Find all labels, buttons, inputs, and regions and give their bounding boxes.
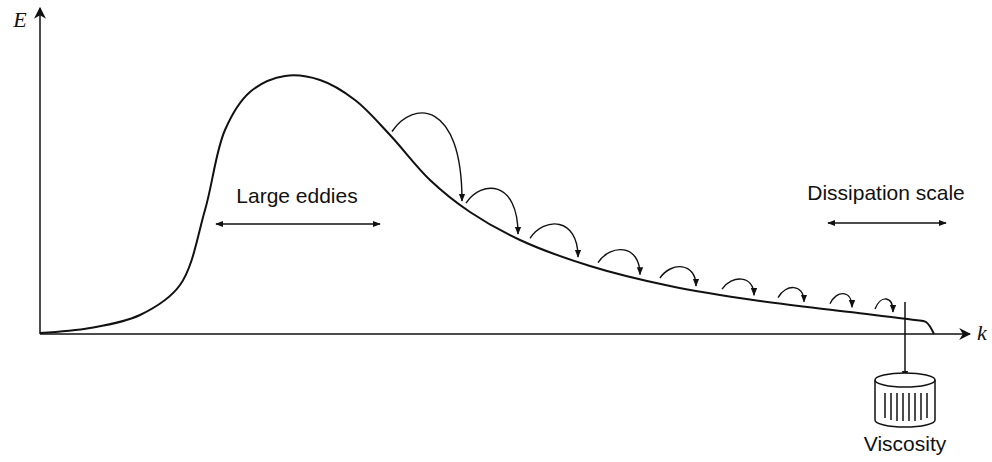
range-arrow bbox=[828, 222, 946, 223]
axis-label: E bbox=[13, 8, 26, 32]
bin-stripe bbox=[902, 393, 904, 421]
cascade-arrow bbox=[466, 188, 518, 234]
bin-stripe bbox=[920, 393, 922, 420]
bin-stripe bbox=[926, 393, 928, 418]
range-label: Dissipation scale bbox=[807, 181, 965, 204]
cascade-arrow bbox=[392, 113, 462, 201]
bin-rim bbox=[875, 373, 935, 387]
range-label: Large eddies bbox=[236, 184, 357, 207]
cascade-arrow bbox=[660, 267, 696, 286]
drain-arrow bbox=[904, 302, 906, 378]
x-axis bbox=[40, 333, 970, 335]
bin-stripe bbox=[914, 393, 916, 421]
cascade-arrow bbox=[778, 288, 804, 302]
cascade-arrow bbox=[875, 299, 893, 312]
axis-label: k bbox=[977, 321, 987, 345]
energy-spectrum-curve bbox=[40, 75, 934, 334]
bin-stripe bbox=[896, 393, 898, 421]
icon-caption: Viscosity bbox=[864, 432, 946, 455]
cascade-arrow bbox=[530, 224, 578, 257]
cascade-arrow bbox=[830, 294, 852, 308]
bin-stripe bbox=[884, 393, 886, 418]
y-axis bbox=[39, 8, 41, 334]
range-arrow bbox=[216, 223, 380, 224]
bin-icon bbox=[875, 373, 935, 427]
bin-stripe bbox=[908, 393, 910, 421]
cascade-arrow bbox=[598, 250, 640, 275]
bin-stripe bbox=[890, 393, 892, 420]
cascade-arrow bbox=[722, 279, 754, 295]
